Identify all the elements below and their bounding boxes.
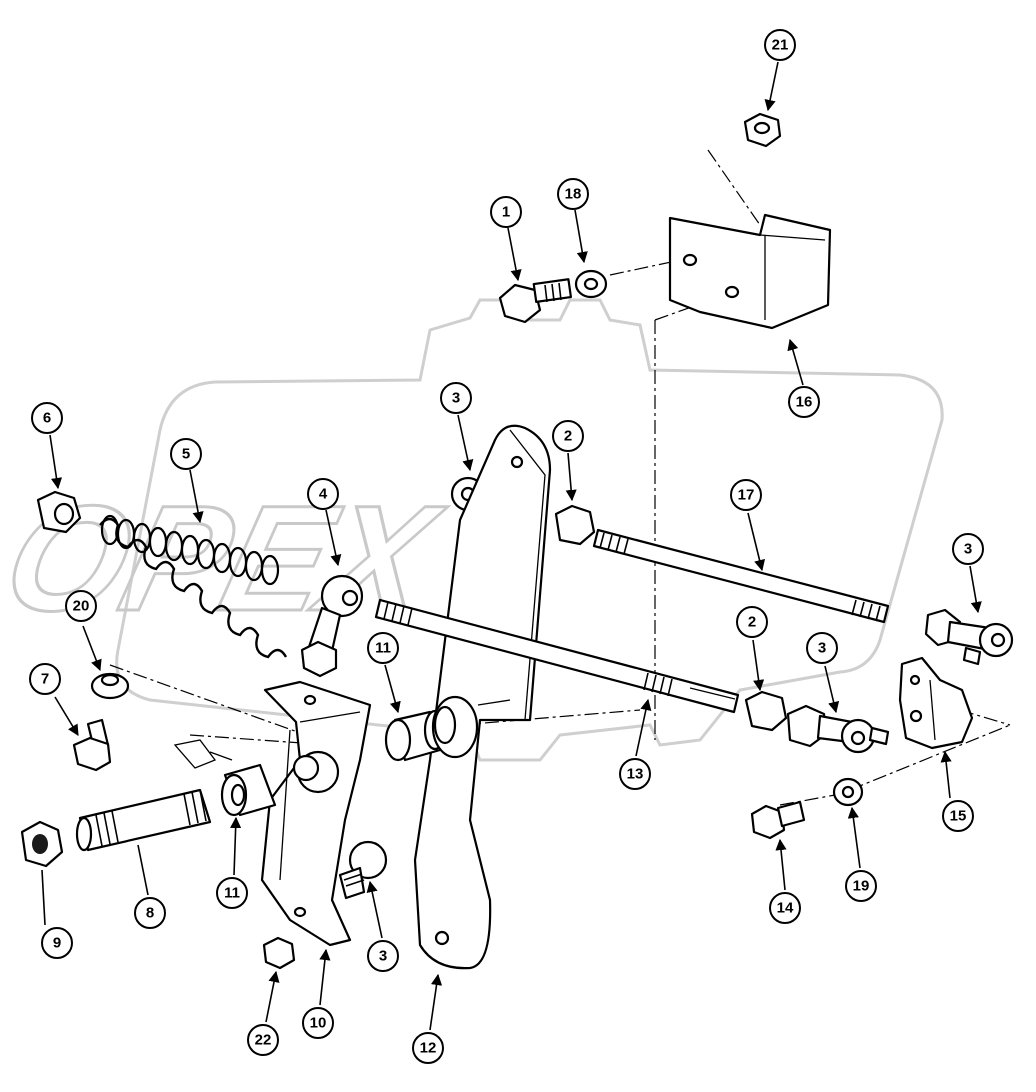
callout-9: 9 — [41, 927, 73, 959]
svg-text:19: 19 — [853, 878, 870, 895]
svg-text:14: 14 — [777, 900, 794, 917]
svg-text:3: 3 — [452, 390, 460, 407]
part-13-rod — [374, 598, 740, 714]
callout-20: 20 — [65, 590, 97, 622]
svg-text:16: 16 — [796, 394, 813, 411]
part-3-rod-end-right — [924, 608, 1014, 666]
callout-17: 17 — [730, 479, 762, 511]
watermark-gear-outline — [115, 298, 944, 762]
leader-lines — [41, 61, 982, 1031]
part-2-nut-top — [554, 504, 596, 546]
callout-4: 4 — [307, 478, 339, 510]
part-11-bushing-right — [384, 695, 479, 762]
svg-text:18: 18 — [565, 186, 582, 203]
svg-text:9: 9 — [53, 935, 61, 952]
part-7-bolt — [72, 718, 112, 772]
part-14-bolt — [750, 800, 806, 840]
part-21-nut — [743, 112, 782, 148]
part-16-bracket — [668, 213, 832, 330]
callout-5: 5 — [170, 438, 202, 470]
part-17-rod — [592, 528, 890, 624]
callout-11-lower: 11 — [216, 877, 248, 909]
part-4-rod-end — [300, 574, 364, 678]
callout-19: 19 — [845, 870, 877, 902]
part-5-spring — [99, 514, 288, 659]
callout-3-middle: 3 — [806, 632, 838, 664]
svg-text:2: 2 — [564, 428, 572, 445]
svg-text:20: 20 — [73, 598, 90, 615]
callout-22: 22 — [247, 1024, 279, 1056]
callout-7: 7 — [29, 663, 61, 695]
callout-16: 16 — [788, 386, 820, 418]
callout-6: 6 — [31, 402, 63, 434]
svg-text:17: 17 — [738, 487, 755, 504]
svg-text:22: 22 — [255, 1032, 272, 1049]
svg-text:8: 8 — [146, 905, 154, 922]
part-3-rod-end-middle — [786, 704, 890, 754]
callout-21: 21 — [764, 29, 796, 61]
svg-text:11: 11 — [224, 885, 240, 902]
part-3-rod-end-lower — [338, 840, 388, 900]
callout-1: 1 — [490, 196, 522, 228]
callout-3-lower: 3 — [367, 940, 399, 972]
part-15-bracket — [898, 656, 974, 750]
part-2-nut-lower — [744, 690, 788, 732]
callout-2-lower: 2 — [736, 606, 768, 638]
callout-18: 18 — [557, 178, 589, 210]
part-1-bolt — [498, 278, 573, 324]
callout-11-upper: 11 — [367, 632, 399, 664]
svg-text:12: 12 — [420, 1040, 437, 1057]
part-9-nut — [20, 820, 64, 868]
part-12-lever — [413, 424, 552, 970]
part-18-washer — [574, 269, 608, 299]
part-19-washer — [832, 777, 864, 807]
svg-text:3: 3 — [379, 948, 387, 965]
callout-3-right: 3 — [952, 533, 984, 565]
part-11-bushing-left — [220, 763, 277, 817]
part-22-nut — [262, 936, 296, 970]
callout-2-top: 2 — [552, 420, 584, 452]
callout-10: 10 — [302, 1007, 334, 1039]
part-10-bracket — [260, 680, 372, 947]
callout-12: 12 — [412, 1032, 444, 1064]
svg-text:11: 11 — [375, 640, 391, 657]
svg-text:21: 21 — [772, 37, 789, 54]
svg-text:13: 13 — [627, 766, 644, 783]
callout-15: 15 — [942, 800, 974, 832]
svg-text:10: 10 — [310, 1015, 327, 1032]
callouts: 21 1 18 16 6 5 4 3 2 17 3 20 11 2 3 — [29, 29, 984, 1064]
svg-text:3: 3 — [818, 640, 826, 657]
part-8-stud — [75, 739, 233, 852]
part-20-bushing — [90, 672, 130, 700]
svg-text:2: 2 — [748, 614, 756, 631]
svg-text:3: 3 — [964, 541, 972, 558]
svg-text:15: 15 — [950, 808, 967, 825]
callout-8: 8 — [134, 897, 166, 929]
callout-3-top: 3 — [440, 382, 472, 414]
svg-text:1: 1 — [502, 204, 510, 221]
svg-text:4: 4 — [319, 486, 328, 503]
svg-text:7: 7 — [41, 671, 49, 688]
svg-text:5: 5 — [182, 446, 190, 463]
callout-13: 13 — [619, 758, 651, 790]
part-6-nut — [36, 490, 82, 534]
svg-text:6: 6 — [43, 410, 51, 427]
callout-14: 14 — [769, 892, 801, 924]
